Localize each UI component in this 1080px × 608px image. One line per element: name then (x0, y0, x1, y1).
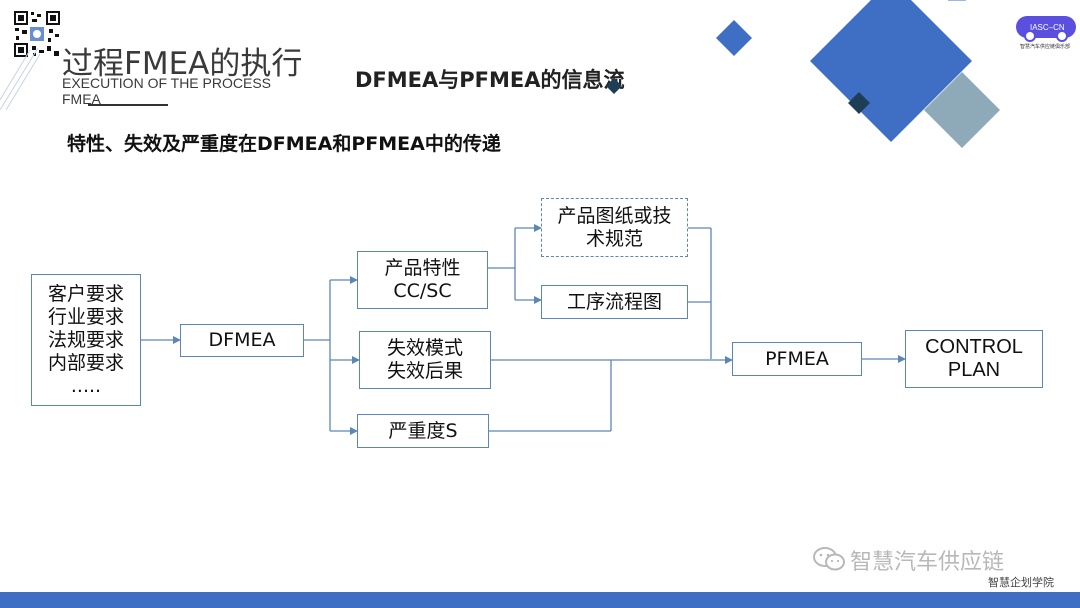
product-characteristics-box: 产品特性 CC/SC (357, 251, 488, 309)
watermark-text: 智慧汽车供应链 (850, 550, 1005, 575)
wechat-icon (812, 546, 846, 572)
club-logo (1014, 14, 1078, 50)
severity-box: 严重度S (357, 414, 489, 448)
decorative-hatch (0, 40, 41, 111)
decorative-diamonds (700, 0, 1020, 150)
footer-bar (0, 592, 1080, 608)
slide-title-cn: 过程FMEA的执行 (62, 46, 303, 82)
signature: 智慧企划学院 (988, 576, 1054, 589)
logo-text: IASC–CN (1030, 23, 1065, 32)
subtitle: 特性、失效及严重度在DFMEA和PFMEA中的传递 (67, 133, 501, 155)
drawing-spec-box: 产品图纸或技 术规范 (541, 198, 688, 257)
process-flow-box: 工序流程图 (541, 285, 688, 319)
dfmea-box: DFMEA (180, 324, 304, 357)
requirements-box: 客户要求 行业要求 法规要求 内部要求 ..... (31, 274, 141, 406)
logo-caption: 智慧汽车供应链俱乐部 (1019, 44, 1070, 50)
main-title: DFMEA与PFMEA的信息流 (355, 68, 625, 92)
slide-title-en: EXECUTION OF THE PROCESS FMEA (62, 75, 271, 107)
decorative-small-diamond (604, 76, 624, 96)
qr-code (13, 10, 61, 58)
control-plan-box: CONTROL PLAN (905, 330, 1043, 388)
pfmea-box: PFMEA (732, 342, 862, 376)
title-underline (88, 104, 168, 106)
failure-mode-box: 失效模式 失效后果 (359, 331, 491, 389)
